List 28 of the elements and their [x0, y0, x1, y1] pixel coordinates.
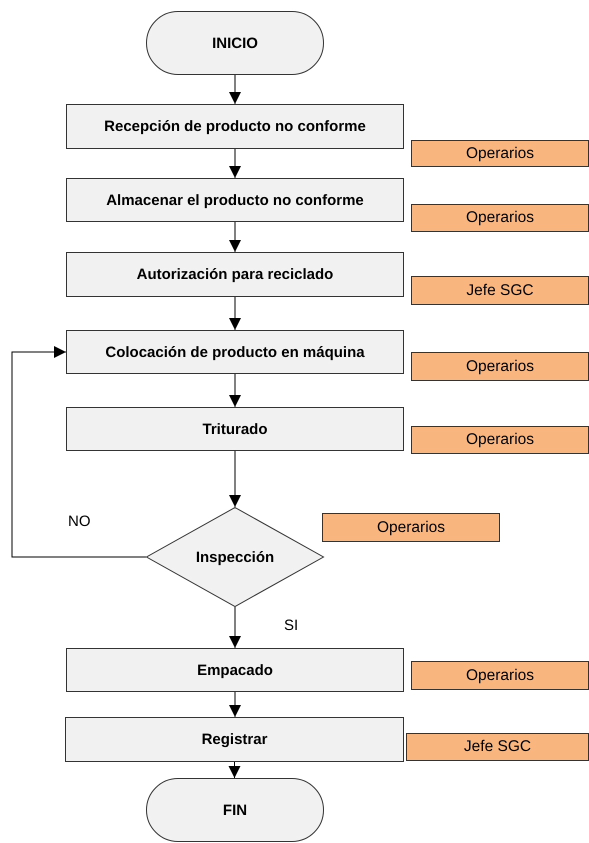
role-box: Operarios — [411, 426, 589, 454]
arrow — [229, 148, 241, 178]
role-box: Operarios — [411, 352, 589, 381]
role-box: Operarios — [322, 513, 500, 542]
process-box: Triturado — [66, 407, 404, 451]
process-box: Empacado — [66, 648, 404, 692]
role-box: Operarios — [411, 204, 589, 232]
arrow — [229, 450, 241, 508]
process-box: Recepción de producto no conforme — [66, 104, 404, 149]
arrow — [12, 346, 146, 558]
role-box: Operarios — [411, 661, 589, 690]
process-box: Almacenar el producto no conforme — [66, 178, 404, 222]
role-box: Jefe SGC — [406, 733, 589, 761]
arrow — [229, 606, 241, 648]
terminator-shape: INICIO — [146, 11, 324, 75]
arrow — [229, 74, 241, 104]
process-box: Colocación de producto en máquina — [66, 330, 404, 374]
arrow — [229, 374, 241, 408]
role-box: Operarios — [411, 140, 589, 167]
arrow — [229, 296, 241, 330]
arrow — [229, 692, 241, 718]
decision-diamond: Inspección — [146, 507, 324, 607]
process-box: Autorización para reciclado — [66, 252, 404, 297]
arrow — [229, 222, 241, 252]
terminator-shape: FIN — [146, 778, 324, 842]
process-box: Registrar — [65, 717, 404, 762]
role-box: Jefe SGC — [411, 276, 589, 305]
arrow — [228, 762, 240, 778]
